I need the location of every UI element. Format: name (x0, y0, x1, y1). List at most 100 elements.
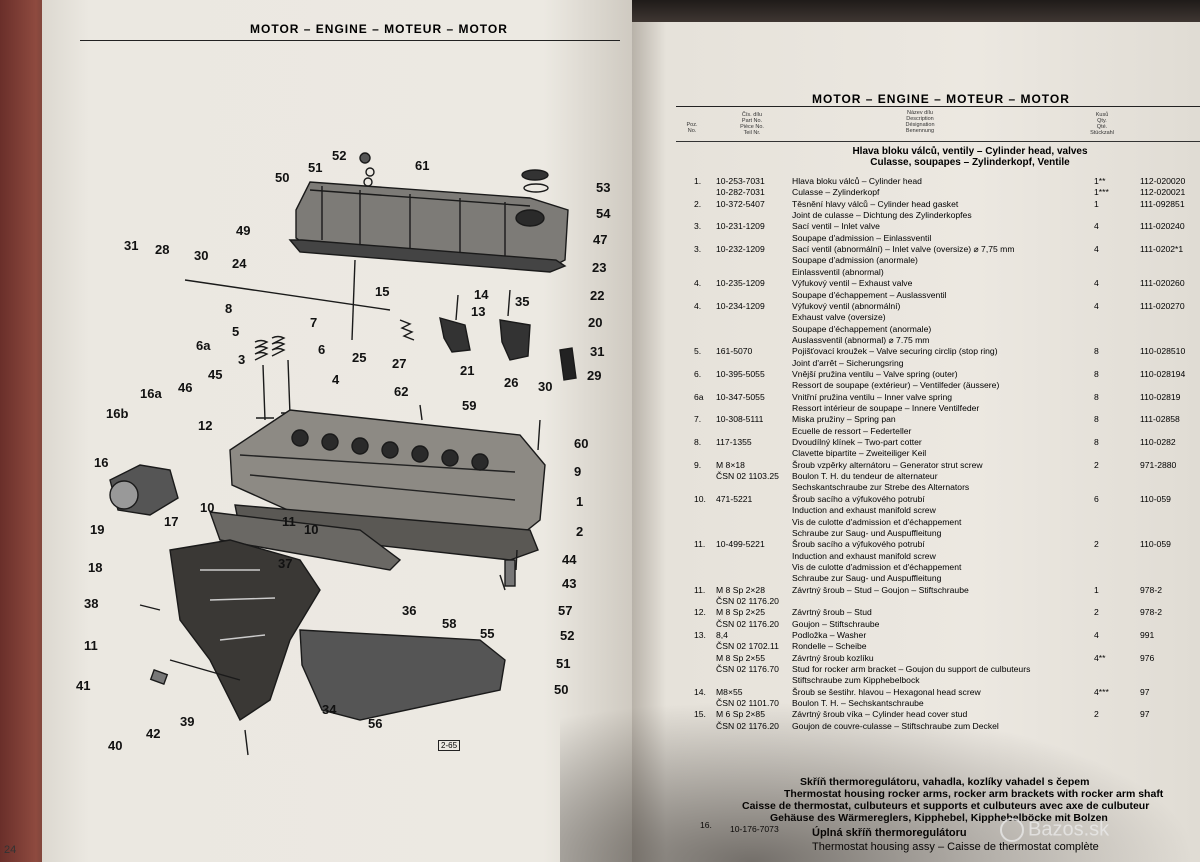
left-header-rule (80, 40, 620, 41)
row-ref: 978-2 (1140, 607, 1162, 618)
row-ref: 97 (1140, 686, 1150, 697)
row-ref: 111-020260 (1140, 278, 1185, 289)
callout-2: 2 (576, 524, 583, 539)
callout-3: 3 (238, 352, 245, 367)
row-pos: 1. (694, 176, 702, 186)
row-description: Podložka – Washer (792, 630, 867, 640)
row-catalog: M8×55 (716, 686, 743, 697)
row-description: Sací ventil (abnormální) – Inlet valve (… (792, 244, 1015, 255)
row-description: Induction and exhaust manifold screw (792, 505, 936, 516)
row-description: Stud for rocker arm bracket – Goujon du … (792, 664, 1031, 675)
row-catalog: ČSN 02 1176.20 (716, 595, 779, 606)
row-qty: 2 (1094, 607, 1099, 618)
row-catalog: 10-308-5111 (716, 414, 764, 425)
cover-gasket (288, 239, 567, 273)
callout-23: 23 (592, 260, 606, 275)
row-ref: 111-0202*1 (1140, 244, 1184, 255)
rocker-arm-right (499, 319, 531, 361)
row-pos: 4. (694, 278, 702, 289)
callout-61: 61 (415, 158, 429, 173)
row-ref: 97 (1140, 709, 1150, 720)
row-description: Schraube zur Saug- und Auspuffleitung (792, 573, 942, 584)
callout-55: 55 (480, 626, 494, 641)
row-ref: 110-0282 (1140, 437, 1176, 448)
row-pos: 15. (694, 709, 706, 720)
row-catalog: 10-235-1209 (716, 278, 765, 289)
bottom-gasket (299, 629, 506, 721)
row-qty: 1 (1094, 584, 1099, 595)
row-qty: 8 (1094, 346, 1099, 357)
row-description: Culasse – Zylinderkopf (792, 187, 880, 198)
row-catalog: M 8 Sp 2×25 (716, 607, 765, 618)
row-pos: 11. (694, 539, 706, 550)
rocker-shaft (184, 279, 391, 311)
callout-56: 56 (368, 716, 382, 731)
row-qty: 4 (1094, 244, 1099, 255)
callout-30: 30 (194, 248, 208, 263)
row-description: Miska pružiny – Spring pan (792, 414, 896, 425)
callout-53: 53 (596, 180, 610, 195)
row-ref: 112-020020 (1140, 176, 1186, 186)
block-title-en: Thermostat housing rocker arms, rocker a… (784, 788, 1164, 800)
row-pos: 2. (694, 198, 702, 209)
row-description: Šroub sacího a výfukového potrubí (792, 493, 925, 504)
row-catalog: 117-1355 (716, 437, 752, 448)
row-description: Soupape d'admission (anormale) (792, 255, 918, 266)
row-description: Induction and exhaust manifold screw (792, 550, 936, 561)
callout-39: 39 (180, 714, 194, 729)
row-description: Ressort de soupape (extérieur) – Ventilf… (792, 380, 1000, 391)
callout-31: 31 (124, 238, 138, 253)
row-catalog: ČSN 02 1103.25 (716, 471, 779, 482)
callout-49: 49 (236, 223, 250, 238)
callout-52: 52 (332, 148, 346, 163)
row-description: Vis de culotte d'admission et d'échappem… (792, 561, 962, 572)
callout-24: 24 (232, 256, 247, 271)
row-pos: 3. (694, 244, 702, 255)
bottom-row-desc2: Thermostat housing assy – Caisse de ther… (812, 841, 1099, 853)
row-description: Goujon – Stiftschraube (792, 618, 880, 629)
row-catalog: M 8×18 (716, 459, 745, 470)
row-catalog: 10-499-5221 (716, 539, 765, 550)
row-description: Soupape d'échappement – Auslassventil (792, 289, 947, 300)
row-description: Hlava bloku válců – Cylinder head (792, 176, 922, 186)
row-qty: 8 (1094, 368, 1099, 379)
callout-30b: 30 (538, 379, 552, 394)
col-head-catalog: Čís. dílu Part No. Pièce No. Teil Nr. (740, 112, 764, 136)
callout-34: 34 (322, 702, 337, 717)
row-catalog: ČSN 02 1176.20 (716, 618, 779, 629)
engine-exploded-diagram: 52 51 61 50 53 54 47 49 31 28 30 24 15 1… (76, 148, 611, 756)
row-qty: 4 (1094, 278, 1099, 289)
row-ref: 971-2880 (1140, 459, 1177, 470)
row-qty: 8 (1094, 414, 1099, 425)
row-pos: 14. (694, 686, 706, 697)
row-description: Výfukový ventil – Exhaust valve (792, 278, 913, 289)
callout-16b: 16b (106, 406, 128, 421)
row-catalog: M 6 Sp 2×85 (716, 709, 765, 720)
row-pos: 11. (694, 584, 706, 595)
row-description: Boulon T. H. du tendeur de alternateur (792, 471, 938, 482)
row-catalog: 10-347-5055 (716, 391, 765, 402)
callout-15: 15 (375, 284, 389, 299)
row-catalog: 10-372-5407 (716, 198, 765, 209)
left-page-header: MOTOR – ENGINE – MOTEUR – MOTOR (250, 22, 508, 36)
callout-11: 11 (282, 514, 296, 529)
callout-51: 51 (308, 160, 322, 175)
callout-16a: 16a (140, 386, 162, 401)
callout-47: 47 (593, 232, 607, 247)
callout-10: 10 (200, 500, 214, 515)
row-pos: 6. (694, 368, 702, 379)
callout-36: 36 (402, 603, 416, 618)
row-description: Závrtný šroub víka – Cylinder head cover… (792, 709, 968, 720)
row-qty: 6 (1094, 493, 1099, 504)
row-qty: 8 (1094, 437, 1099, 448)
watermark-icon (1000, 818, 1024, 842)
bottom-row-cat: 10-176-7073 (730, 824, 779, 834)
row-description: Šroub sacího a výfukového potrubí (792, 539, 925, 550)
callout-59: 59 (462, 398, 476, 413)
exhaust-manifold (169, 539, 321, 722)
row-description: Rondelle – Scheibe (792, 641, 867, 652)
row-description: Šroub se šestihr. hlavou – Hexagonal hea… (792, 686, 981, 697)
row-description: Sechskantschraube zur Strebe des Alterna… (792, 482, 970, 493)
callout-19: 19 (90, 522, 104, 537)
row-description: Clavette bipartite – Zweiteiliger Keil (792, 448, 927, 459)
